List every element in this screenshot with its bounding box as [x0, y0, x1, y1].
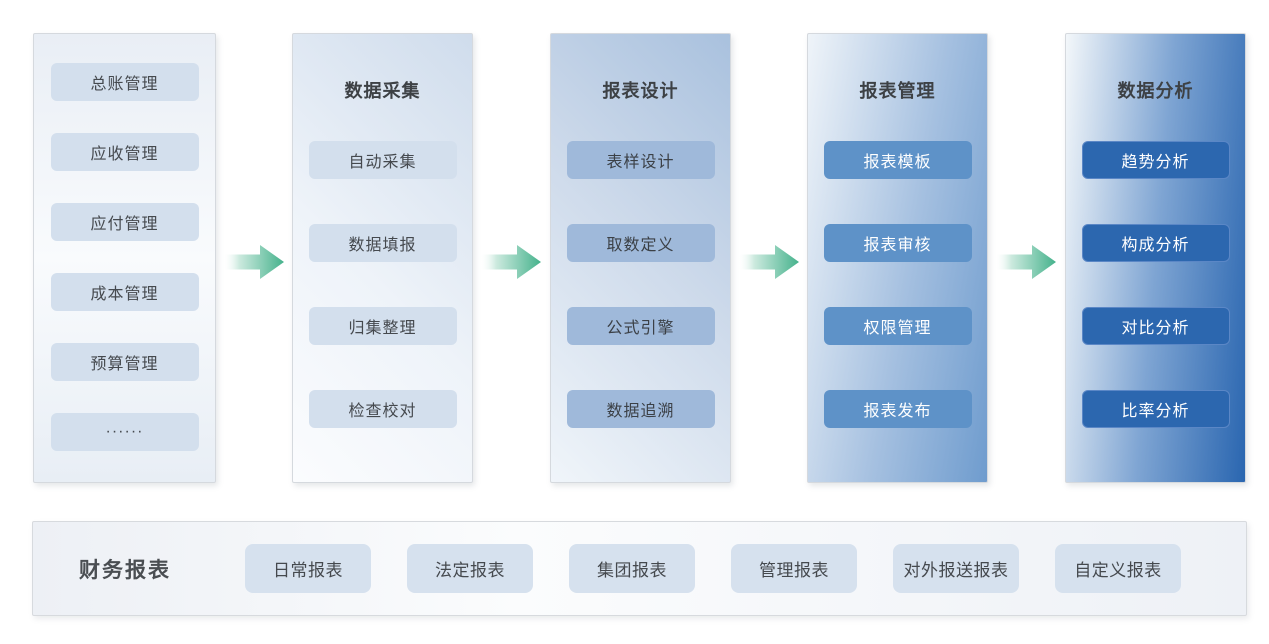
report-type-chip: 集团报表 [569, 544, 695, 593]
module-chip: 公式引擎 [566, 307, 715, 345]
module-chip: 表样设计 [566, 141, 715, 179]
module-chip: 报表审核 [823, 224, 972, 262]
report-type-chip: 对外报送报表 [893, 544, 1019, 593]
flow-arrow-icon [996, 245, 1056, 279]
panel-source-modules: 总账管理 应收管理 应付管理 成本管理 预算管理 ······ [33, 33, 216, 483]
chip-list: 表样设计 取数定义 公式引擎 数据追溯 [551, 141, 730, 428]
module-chip: 总账管理 [50, 63, 199, 101]
module-chip: 应付管理 [50, 203, 199, 241]
chip-list: 趋势分析 构成分析 对比分析 比率分析 [1066, 141, 1245, 428]
module-chip: 对比分析 [1081, 307, 1230, 345]
chip-list: 自动采集 数据填报 归集整理 检查校对 [293, 141, 472, 428]
panel-report-design: 报表设计 表样设计 取数定义 公式引擎 数据追溯 [550, 33, 731, 483]
module-chip: 比率分析 [1081, 390, 1230, 428]
panel-data-collection: 数据采集 自动采集 数据填报 归集整理 检查校对 [292, 33, 473, 483]
module-chip: 自动采集 [308, 141, 457, 179]
report-type-list: 日常报表 法定报表 集团报表 管理报表 对外报送报表 自定义报表 [245, 544, 1181, 593]
financial-reports-label: 财务报表 [79, 558, 171, 582]
module-chip-ellipsis: ······ [50, 413, 199, 451]
module-chip: 预算管理 [50, 343, 199, 381]
flow-arrow-icon [739, 245, 799, 279]
module-chip: 数据填报 [308, 224, 457, 262]
panel-report-management: 报表管理 报表模板 报表审核 权限管理 报表发布 [807, 33, 988, 483]
chip-list: 总账管理 应收管理 应付管理 成本管理 预算管理 ······ [34, 34, 215, 451]
report-type-chip: 法定报表 [407, 544, 533, 593]
report-type-chip: 日常报表 [245, 544, 371, 593]
panel-title: 数据采集 [344, 81, 421, 101]
flow-arrow-icon [481, 245, 541, 279]
module-chip: 归集整理 [308, 307, 457, 345]
module-chip: 成本管理 [50, 273, 199, 311]
report-type-chip: 管理报表 [731, 544, 857, 593]
module-chip: 应收管理 [50, 133, 199, 171]
flow-arrow-icon [224, 245, 284, 279]
module-chip: 检查校对 [308, 390, 457, 428]
module-chip: 报表模板 [823, 141, 972, 179]
module-chip: 权限管理 [823, 307, 972, 345]
module-chip: 趋势分析 [1081, 141, 1230, 179]
module-chip: 构成分析 [1081, 224, 1230, 262]
module-chip: 数据追溯 [566, 390, 715, 428]
panel-title: 报表设计 [602, 81, 679, 101]
panel-title: 报表管理 [859, 81, 936, 101]
panel-title: 数据分析 [1117, 81, 1194, 101]
financial-reports-bar: 财务报表 日常报表 法定报表 集团报表 管理报表 对外报送报表 自定义报表 [32, 521, 1247, 616]
module-chip: 报表发布 [823, 390, 972, 428]
panel-data-analysis: 数据分析 趋势分析 构成分析 对比分析 比率分析 [1065, 33, 1246, 483]
report-type-chip: 自定义报表 [1055, 544, 1181, 593]
chip-list: 报表模板 报表审核 权限管理 报表发布 [808, 141, 987, 428]
module-chip: 取数定义 [566, 224, 715, 262]
